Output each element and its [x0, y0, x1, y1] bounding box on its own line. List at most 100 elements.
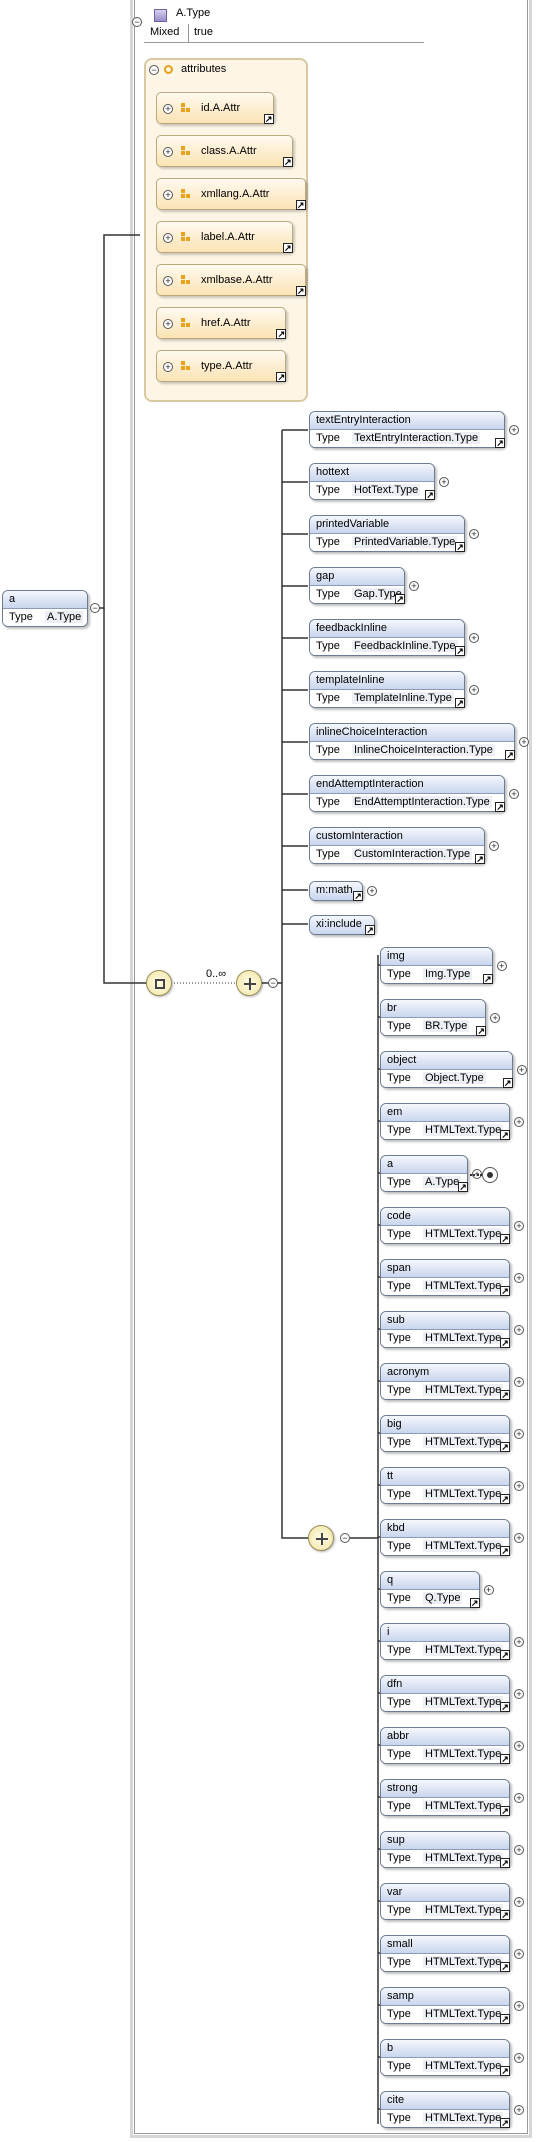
choice-icon[interactable]: [308, 1525, 334, 1551]
expand-toggle-icon[interactable]: +: [409, 581, 419, 591]
expand-toggle-icon[interactable]: +: [496, 961, 507, 971]
expand-toggle-icon[interactable]: +: [439, 477, 449, 487]
expand-toggle-icon[interactable]: +: [163, 233, 173, 243]
expand-toggle-icon[interactable]: +: [514, 1533, 524, 1543]
expand-toggle-icon[interactable]: +: [514, 1949, 524, 1959]
expand-toggle-icon[interactable]: +: [509, 789, 519, 799]
expand-toggle-icon[interactable]: +: [514, 2001, 524, 2011]
expand-toggle-icon[interactable]: +: [514, 1429, 524, 1439]
expand-toggle-icon[interactable]: +: [519, 737, 529, 747]
element-name: cite: [381, 2092, 509, 2110]
expand-toggle-icon[interactable]: +: [514, 1377, 524, 1387]
expand-toggle-icon[interactable]: +: [514, 2105, 524, 2115]
collapse-toggle-icon[interactable]: −: [268, 978, 278, 988]
reference-arrow-icon: ↗: [263, 114, 274, 124]
expand-toggle-icon[interactable]: +: [514, 1221, 524, 1231]
collapse-toggle-icon[interactable]: −: [149, 65, 159, 75]
expand-toggle-icon[interactable]: +: [514, 1273, 524, 1283]
expand-toggle-icon[interactable]: +: [514, 2053, 524, 2063]
attribute-href[interactable]: +href.A.Attr↗: [156, 307, 287, 339]
element-xi-include[interactable]: xi:include↗: [309, 915, 375, 935]
attribute-id[interactable]: +id.A.Attr↗: [156, 92, 274, 124]
collapse-toggle-icon[interactable]: −: [340, 1533, 350, 1543]
expand-toggle-icon[interactable]: +: [514, 1741, 524, 1751]
element-m-math[interactable]: m:math↗: [309, 881, 363, 901]
type-value: HTMLText.Type: [423, 2060, 504, 2072]
type-label: Type: [387, 1592, 411, 1604]
type-label: Type: [316, 692, 340, 704]
element-name: hottext: [310, 464, 434, 482]
expand-toggle-icon[interactable]: +: [514, 1325, 524, 1335]
collapse-toggle-icon[interactable]: −: [132, 17, 142, 27]
expand-toggle-icon[interactable]: +: [163, 147, 173, 157]
expand-toggle-icon[interactable]: +: [514, 1845, 524, 1855]
expand-toggle-icon[interactable]: +: [516, 1065, 527, 1075]
expand-toggle-icon[interactable]: +: [163, 104, 173, 114]
expand-toggle-icon[interactable]: +: [163, 362, 173, 372]
expand-toggle-icon[interactable]: +: [490, 1013, 501, 1023]
type-label: Type: [387, 1384, 411, 1396]
attribute-xmllang[interactable]: +xmllang.A.Attr↗: [156, 178, 306, 210]
attribute-class[interactable]: +class.A.Attr↗: [156, 135, 293, 167]
expand-toggle-icon[interactable]: +: [514, 1897, 524, 1907]
expand-toggle-icon[interactable]: +: [514, 1793, 524, 1803]
type-value: HotText.Type: [352, 484, 421, 496]
expand-toggle-icon[interactable]: +: [163, 276, 173, 286]
expand-toggle-icon[interactable]: +: [514, 1637, 524, 1647]
element-name: big: [381, 1416, 509, 1434]
expand-toggle-icon[interactable]: +: [483, 1585, 494, 1595]
attribute-label[interactable]: +label.A.Attr↗: [156, 221, 293, 253]
sequence-icon[interactable]: [146, 970, 172, 996]
expand-toggle-icon[interactable]: +: [469, 633, 479, 643]
expand-toggle-icon[interactable]: +: [469, 685, 479, 695]
expand-toggle-icon[interactable]: +: [469, 529, 479, 539]
expand-toggle-icon[interactable]: +: [367, 886, 377, 896]
expand-toggle-icon[interactable]: +: [509, 425, 519, 435]
reference-arrow-icon: ↗: [500, 1962, 510, 1972]
expand-toggle-icon[interactable]: +: [514, 1117, 524, 1127]
collapse-toggle-icon[interactable]: −: [90, 603, 100, 613]
choice-icon[interactable]: [236, 970, 262, 996]
attribute-xmlbase[interactable]: +xmlbase.A.Attr↗: [156, 264, 306, 296]
attribute-type[interactable]: +type.A.Attr↗: [156, 350, 287, 382]
expand-toggle-icon[interactable]: +: [514, 1689, 524, 1699]
expand-toggle-icon[interactable]: +: [514, 1481, 524, 1491]
expand-toggle-icon[interactable]: +: [489, 841, 499, 851]
expand-toggle-icon[interactable]: +: [163, 190, 173, 200]
expand-toggle-icon[interactable]: +: [163, 319, 173, 329]
